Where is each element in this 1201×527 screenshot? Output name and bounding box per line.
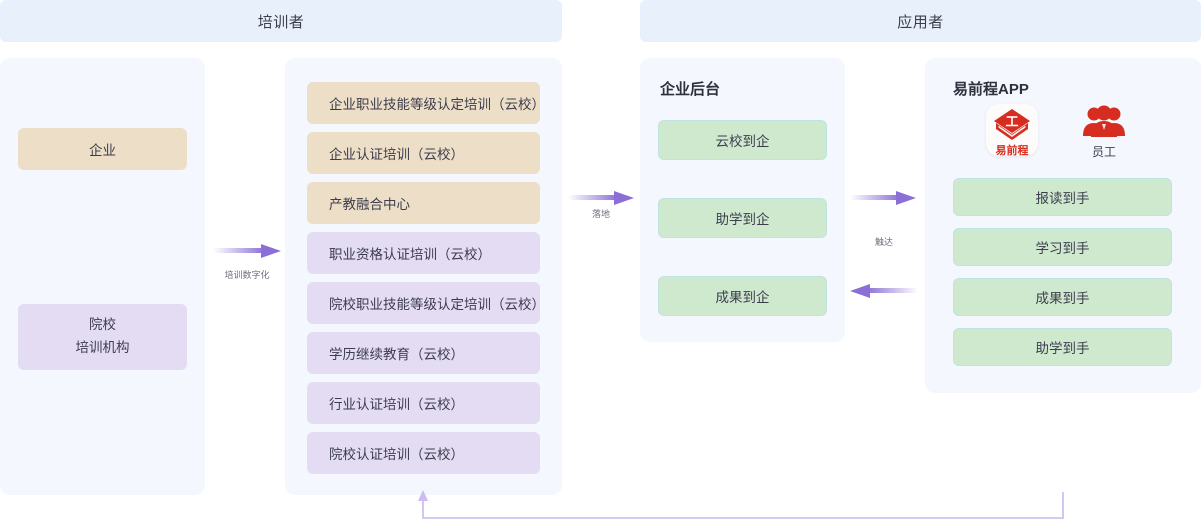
course-item-label: 企业认证培训（云校）	[329, 147, 464, 162]
arrow-digitalization: 培训数字化	[213, 242, 281, 280]
app-icon-row: 工 易前程 员工	[953, 104, 1172, 166]
band-user-label: 应用者	[897, 13, 944, 31]
backend-item[interactable]: 助学到企	[658, 198, 827, 238]
app-logo-cell[interactable]: 工 易前程	[981, 104, 1043, 157]
feedback-connector	[410, 490, 1080, 527]
app-feature-item[interactable]: 报读到手	[953, 178, 1172, 216]
course-item-label: 院校职业技能等级认定培训（云校）	[329, 297, 545, 312]
course-item[interactable]: 产教融合中心	[307, 182, 540, 224]
arrow-reach: 触达	[850, 190, 918, 307]
course-item-label: 产教融合中心	[329, 197, 410, 212]
arrow-right-icon	[213, 244, 281, 258]
arrow-reach-label: 触达	[874, 237, 893, 247]
course-item[interactable]: 企业认证培训（云校）	[307, 132, 540, 174]
arrow-landing-label: 落地	[591, 209, 610, 219]
arrow-digitalization-label: 培训数字化	[224, 270, 270, 280]
arrow-landing: 落地	[568, 190, 634, 219]
app-logo-caption: 易前程	[995, 145, 1029, 157]
app-feature-item-label: 助学到手	[1035, 341, 1090, 356]
employees-caption: 员工	[1091, 145, 1116, 159]
course-item[interactable]: 院校职业技能等级认定培训（云校）	[307, 282, 545, 324]
arrow-exchange-icon	[850, 191, 918, 298]
course-item-label: 企业职业技能等级认定培训（云校）	[329, 97, 545, 112]
panel-app-title: 易前程APP	[953, 81, 1029, 98]
course-item[interactable]: 学历继续教育（云校）	[307, 332, 540, 374]
employees-cell[interactable]: 员工	[1073, 104, 1135, 160]
app-feature-item-label: 报读到手	[1035, 191, 1090, 206]
graduation-cap-icon: 工	[994, 109, 1030, 140]
box-school[interactable]: 院校 培训机构	[18, 304, 187, 370]
employees-icon	[1083, 105, 1125, 137]
box-school-label-line1: 院校	[89, 317, 116, 333]
backend-item[interactable]: 成果到企	[658, 276, 827, 316]
arrow-right-icon	[568, 191, 634, 205]
backend-item-label: 成果到企	[715, 290, 770, 305]
course-item[interactable]: 院校认证培训（云校）	[307, 432, 540, 474]
backend-item[interactable]: 云校到企	[658, 120, 827, 160]
app-feature-item[interactable]: 成果到手	[953, 278, 1172, 316]
panel-enterprise-backend-title: 企业后台	[660, 81, 721, 98]
box-school-label-line2: 培训机构	[75, 340, 130, 355]
feedback-connector-icon	[418, 490, 1064, 519]
box-enterprise[interactable]: 企业	[18, 128, 187, 170]
app-feature-item-label: 学习到手	[1035, 241, 1090, 256]
box-enterprise-label: 企业	[89, 143, 116, 158]
svg-text:工: 工	[1005, 114, 1018, 129]
course-item[interactable]: 企业职业技能等级认定培训（云校）	[307, 82, 545, 124]
course-item-label: 职业资格认证培训（云校）	[329, 247, 491, 262]
course-item-label: 行业认证培训（云校）	[329, 397, 464, 412]
app-feature-item-label: 成果到手	[1035, 291, 1090, 306]
app-feature-item[interactable]: 助学到手	[953, 328, 1172, 366]
band-user: 应用者	[640, 0, 1201, 42]
app-logo-icon: 工 易前程	[986, 104, 1038, 157]
course-item-label: 院校认证培训（云校）	[329, 447, 464, 462]
backend-item-label: 云校到企	[715, 134, 770, 149]
panel-actors	[0, 58, 205, 495]
app-feature-item[interactable]: 学习到手	[953, 228, 1172, 266]
backend-item-label: 助学到企	[715, 212, 770, 227]
course-item[interactable]: 行业认证培训（云校）	[307, 382, 540, 424]
band-trainer: 培训者	[0, 0, 562, 42]
band-trainer-label: 培训者	[257, 13, 305, 31]
course-item[interactable]: 职业资格认证培训（云校）	[307, 232, 540, 274]
course-item-label: 学历继续教育（云校）	[329, 347, 464, 362]
